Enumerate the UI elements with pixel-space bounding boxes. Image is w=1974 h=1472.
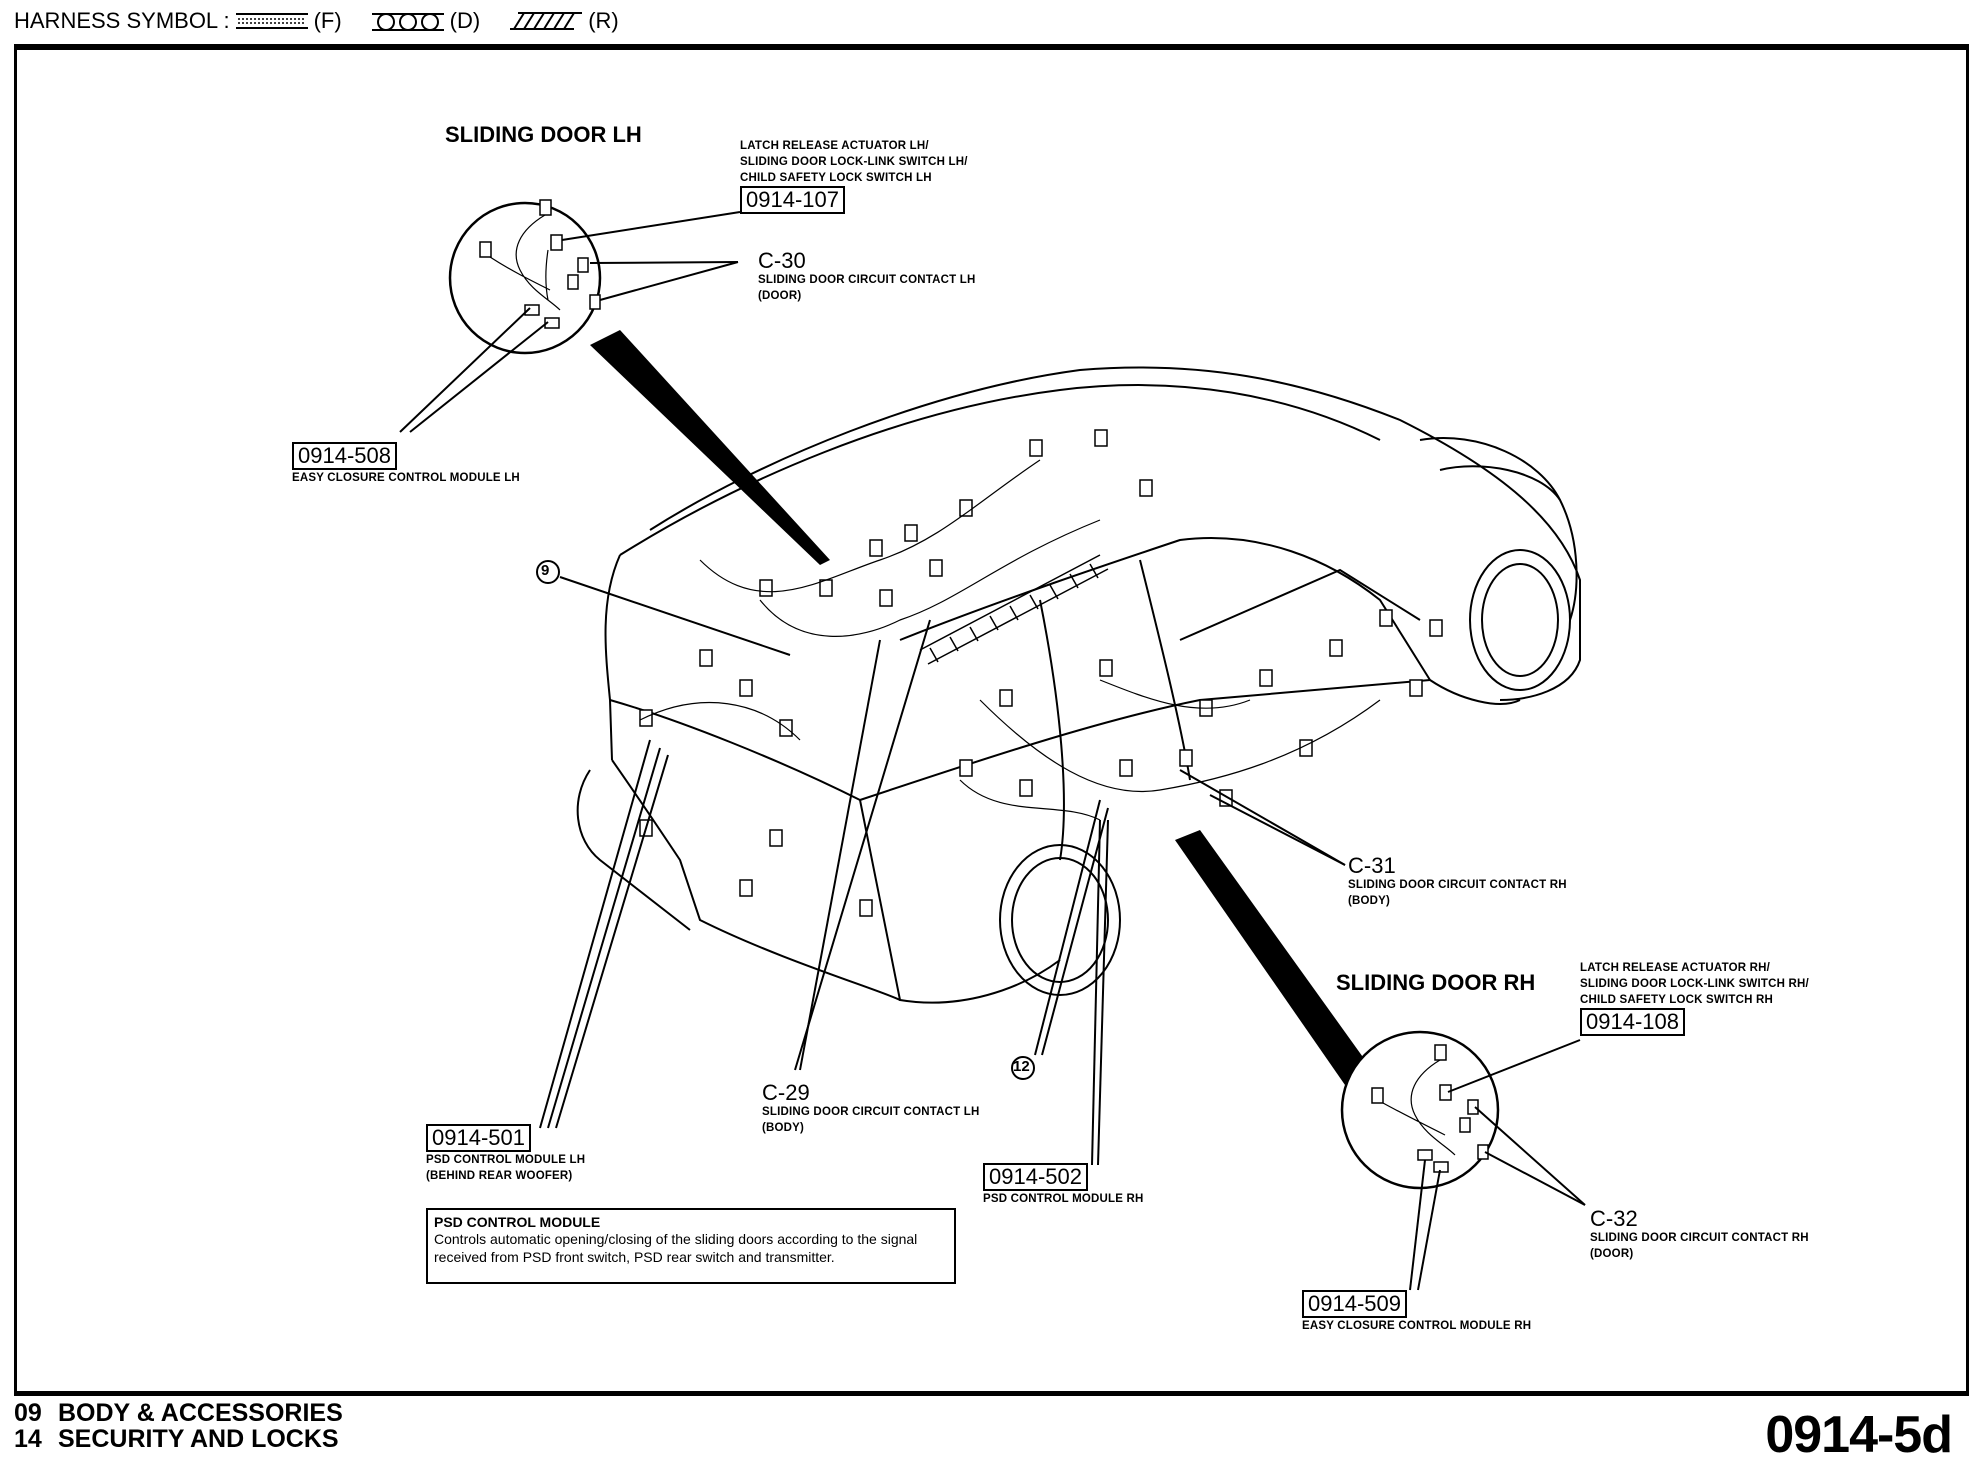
connector-code-0914-509[interactable]: 0914-509 bbox=[1302, 1290, 1407, 1318]
ground-point-12-circle bbox=[1011, 1056, 1035, 1080]
page-code: 0914-5d bbox=[1765, 1406, 1953, 1464]
ground-point-9-circle bbox=[536, 560, 560, 584]
harness-symbol-legend: HARNESS SYMBOL : (F) (D) (R) bbox=[14, 8, 619, 34]
psd-module-lh-callout: 0914-501 PSD CONTROL MODULE LH (BEHIND R… bbox=[426, 1124, 586, 1182]
diagram-frame bbox=[14, 44, 1969, 1396]
harness-code-f: (F) bbox=[313, 8, 342, 33]
sliding-door-rh-magnifier bbox=[1175, 830, 1500, 1190]
loop-harness-icon bbox=[371, 13, 444, 31]
ground-point-9: 9 bbox=[541, 562, 550, 579]
c31-callout: C-31 SLIDING DOOR CIRCUIT CONTACT RH (BO… bbox=[1348, 853, 1567, 908]
roof-harness-hatched bbox=[919, 554, 1109, 665]
psd-control-module-note: PSD CONTROL MODULE Controls automatic op… bbox=[426, 1208, 956, 1284]
psd-module-rh-callout: 0914-502 PSD CONTROL MODULE RH bbox=[983, 1163, 1144, 1205]
connector-code-0914-501[interactable]: 0914-501 bbox=[426, 1124, 531, 1152]
hatched-harness-icon bbox=[510, 12, 583, 30]
note-title: PSD CONTROL MODULE bbox=[434, 1214, 601, 1230]
connector-code-c29[interactable]: C-29 bbox=[762, 1080, 810, 1105]
connector-code-0914-508[interactable]: 0914-508 bbox=[292, 442, 397, 470]
ground-point-12: 12 bbox=[1013, 1058, 1030, 1075]
harness-code-d: (D) bbox=[449, 8, 481, 33]
easy-closure-lh-callout: 0914-508 EASY CLOSURE CONTROL MODULE LH bbox=[292, 442, 520, 484]
sliding-door-lh-title: SLIDING DOOR LH bbox=[445, 122, 642, 147]
easy-closure-rh-callout: 0914-509 EASY CLOSURE CONTROL MODULE RH bbox=[1302, 1290, 1532, 1332]
vehicle-body-outline bbox=[576, 366, 1581, 1004]
harness-code-r: (R) bbox=[588, 8, 619, 33]
dotted-harness-icon bbox=[235, 13, 308, 29]
connector-code-c32[interactable]: C-32 bbox=[1590, 1206, 1638, 1231]
connector-code-0914-108[interactable]: 0914-108 bbox=[1580, 1008, 1685, 1036]
harness-symbol-label: HARNESS SYMBOL : bbox=[14, 8, 230, 33]
leader-lines bbox=[399, 211, 1586, 1291]
connector-code-0914-502[interactable]: 0914-502 bbox=[983, 1163, 1088, 1191]
c29-callout: C-29 SLIDING DOOR CIRCUIT CONTACT LH (BO… bbox=[762, 1080, 980, 1135]
c30-callout: C-30 SLIDING DOOR CIRCUIT CONTACT LH (DO… bbox=[758, 248, 976, 303]
note-body: Controls automatic opening/closing of th… bbox=[434, 1231, 918, 1265]
latch-release-rh-callout: LATCH RELEASE ACTUATOR RH/ SLIDING DOOR … bbox=[1580, 962, 1809, 1036]
sliding-door-rh-title: SLIDING DOOR RH bbox=[1336, 970, 1536, 995]
latch-release-lh-callout: LATCH RELEASE ACTUATOR LH/ SLIDING DOOR … bbox=[740, 140, 968, 214]
c32-callout: C-32 SLIDING DOOR CIRCUIT CONTACT RH (DO… bbox=[1590, 1206, 1809, 1261]
wiring bbox=[639, 459, 1381, 821]
connector-code-0914-107[interactable]: 0914-107 bbox=[740, 186, 845, 214]
connector-code-c30[interactable]: C-30 bbox=[758, 248, 806, 273]
connector-code-c31[interactable]: C-31 bbox=[1348, 853, 1396, 878]
